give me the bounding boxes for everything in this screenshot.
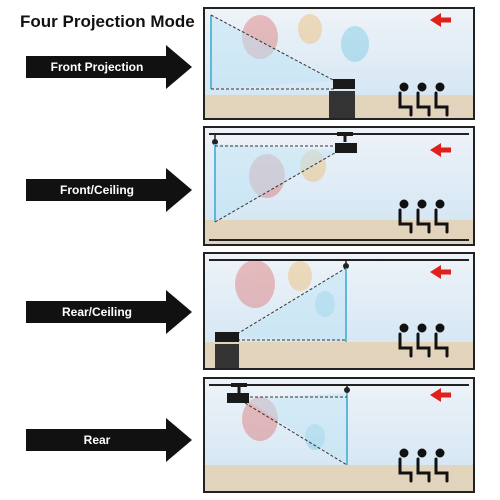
panel-front-projection (203, 7, 475, 120)
projector-icon (329, 79, 355, 118)
page-title: Four Projection Mode (20, 12, 195, 31)
red-arrow-icon (430, 388, 451, 402)
black-arrow-icon (26, 168, 192, 212)
ceiling-projector-icon (227, 383, 249, 403)
ceiling-projector-icon (335, 132, 357, 153)
mode-label-text: Front/Ceiling (60, 183, 134, 197)
black-arrow-icon (26, 418, 192, 462)
mode-label-text: Front Projection (50, 60, 144, 74)
mode-label-rear-ceiling: Rear/Ceiling (26, 290, 192, 334)
mode-label-text: Rear/Ceiling (61, 305, 133, 319)
black-arrow-icon (26, 290, 192, 334)
audience-seats-icon (398, 82, 449, 117)
red-arrow-icon (430, 13, 451, 27)
audience-seats-icon (398, 448, 449, 483)
panel-rear-ceiling (203, 252, 475, 370)
panel-front-ceiling (203, 126, 475, 246)
red-arrow-icon (430, 143, 451, 157)
audience-seats-icon (398, 323, 449, 358)
black-arrow-icon (26, 45, 192, 89)
mode-label-front-projection: Front Projection (26, 45, 192, 89)
projector-icon (215, 332, 239, 368)
mode-label-text: Rear (83, 433, 111, 447)
mode-label-rear: Rear (26, 418, 192, 462)
panel-rear (203, 377, 475, 493)
red-arrow-icon (430, 265, 451, 279)
audience-seats-icon (398, 199, 449, 234)
mode-label-front-ceiling: Front/Ceiling (26, 168, 192, 212)
